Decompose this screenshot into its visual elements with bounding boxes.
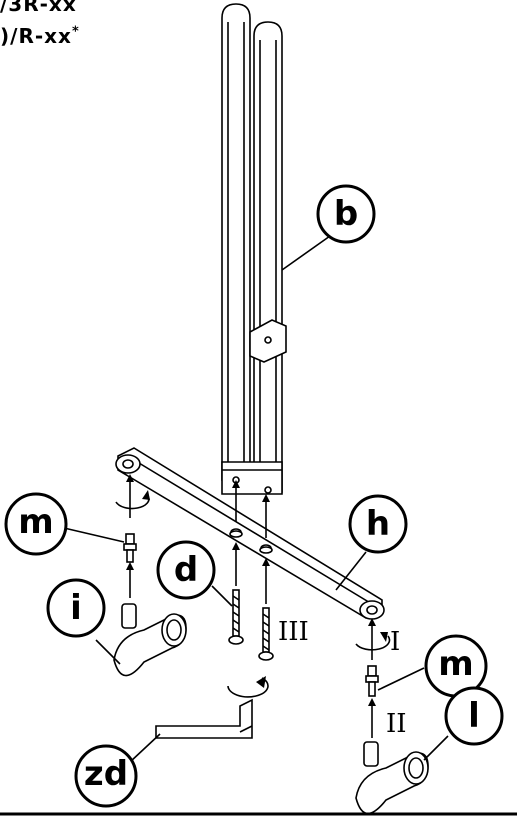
model-code: )/R-xx (0, 24, 72, 48)
leader-l (423, 735, 449, 761)
label-h: h (348, 494, 408, 554)
leader-h (335, 551, 367, 591)
leader-m-right (377, 667, 425, 691)
footnote-asterisk: * (71, 24, 80, 40)
step-III: III (278, 617, 309, 647)
label-b-text: b (334, 194, 358, 234)
rotation-arrow-center (227, 676, 269, 698)
stud-left (123, 533, 137, 563)
leader-d (211, 585, 233, 607)
label-d: d (156, 540, 216, 600)
leader-zd (129, 733, 161, 763)
column-upright (221, 3, 287, 495)
label-i: i (46, 578, 106, 638)
leader-m-left (63, 527, 125, 543)
label-i-text: i (70, 588, 82, 628)
label-zd: zd (74, 744, 138, 808)
hex-key (155, 698, 253, 739)
screw-right (258, 546, 274, 661)
label-l: l (444, 686, 504, 746)
rotation-arrow-right (355, 632, 391, 651)
header-line-1: /3R-xx (0, 0, 77, 16)
foot-bar (115, 447, 385, 620)
label-d-text: d (174, 550, 198, 590)
step-II: II (386, 709, 407, 739)
caster-left (113, 603, 187, 677)
label-m-right-text: m (438, 644, 473, 684)
label-m-right: m (424, 634, 488, 698)
leader-i (95, 639, 121, 665)
label-m-left-text: m (18, 502, 53, 542)
step-I: I (390, 627, 400, 657)
leader-b (281, 235, 331, 271)
stud-right (365, 665, 379, 697)
label-h-text: h (366, 504, 390, 544)
label-l-text: l (468, 696, 480, 736)
label-zd-text: zd (84, 754, 128, 794)
caster-right (355, 741, 429, 815)
label-b: b (316, 184, 376, 244)
screw-left (228, 530, 244, 645)
label-m-left: m (4, 492, 68, 556)
rotation-arrow-left (115, 490, 150, 510)
header-line-2: )/R-xx* (0, 24, 80, 48)
